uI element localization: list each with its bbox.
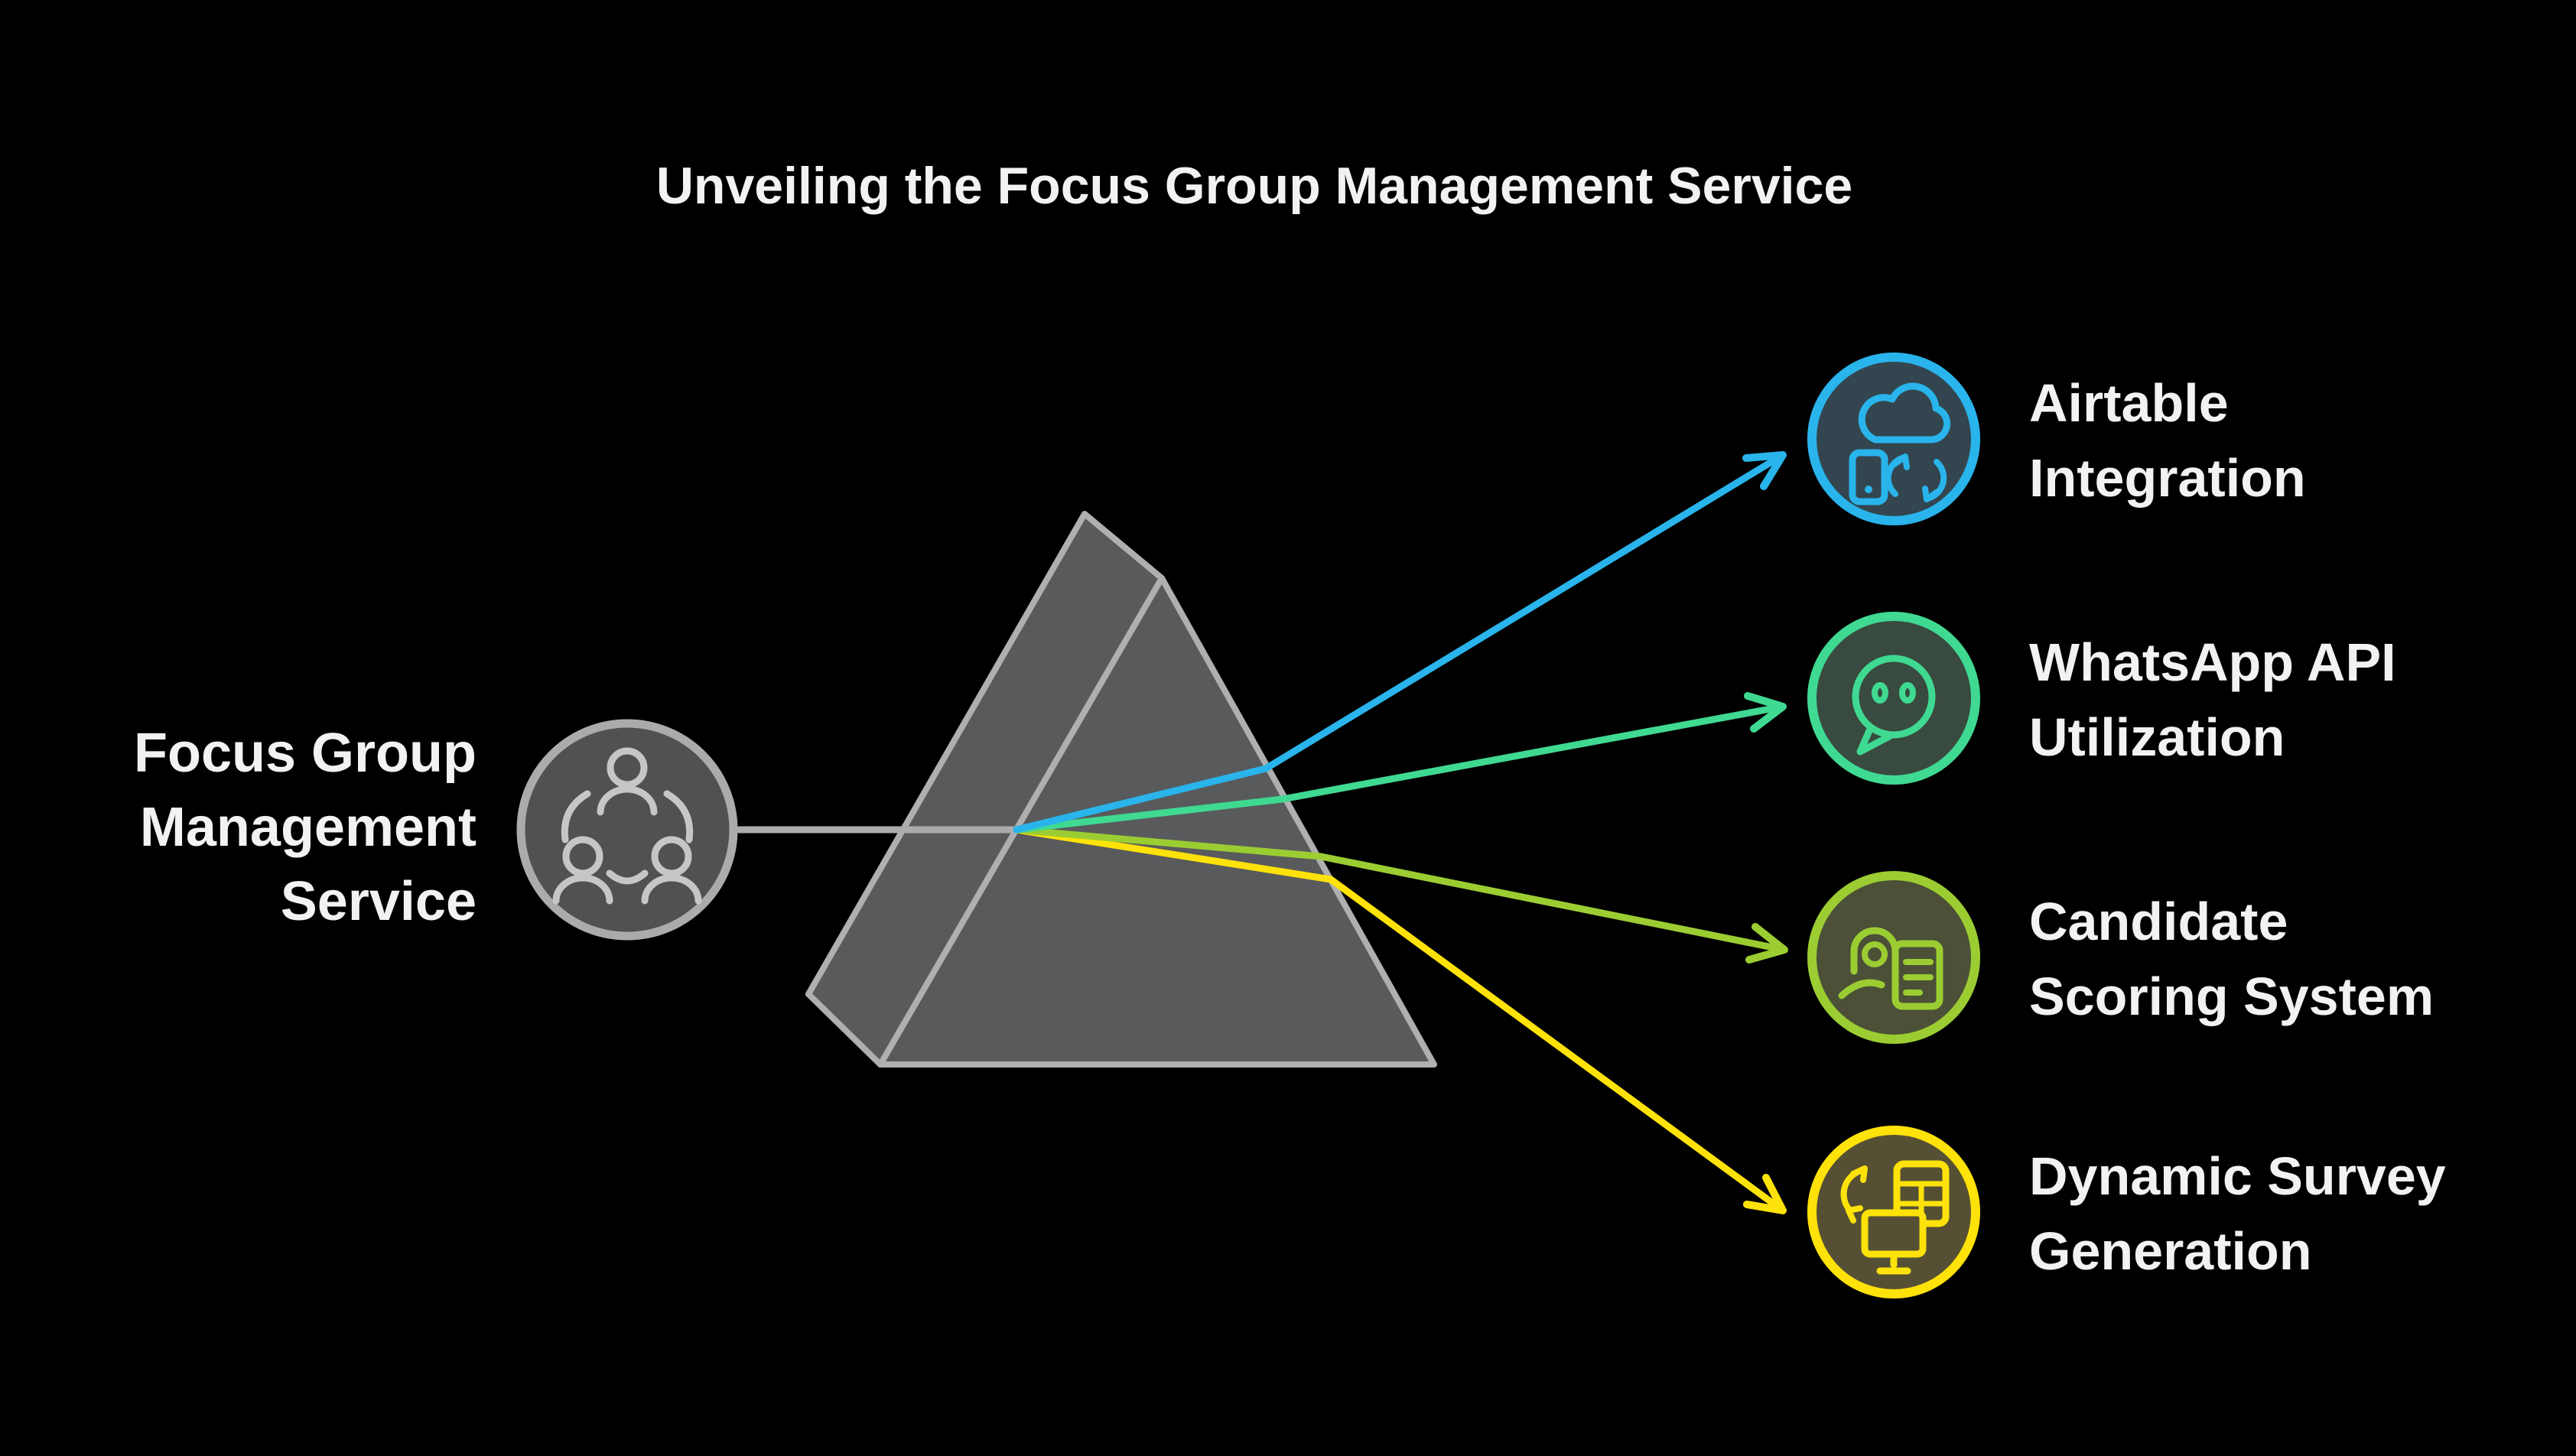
feature-label-line: Candidate [2029,892,2288,951]
feature-node-dynamic-survey [1807,1126,1980,1298]
feature-label-line: WhatsApp API [2029,632,2396,692]
feature-label-line: Scoring System [2029,967,2435,1026]
focus-group-icon [552,747,702,905]
feature-label-whatsapp: WhatsApp API Utilization [2029,625,2396,775]
source-label: Focus Group Management Service [134,717,476,939]
ray-dynamic-survey [1013,826,1787,1214]
ray-airtable [1013,451,1787,834]
feature-label-dynamic-survey: Dynamic Survey Generation [2029,1139,2446,1289]
table-monitor-sync-icon [1840,1160,1950,1275]
page-title: Unveiling the Focus Group Management Ser… [655,157,1853,215]
ray-arrowhead-dynamic-survey [1743,1174,1787,1214]
prism-body [805,511,1437,1068]
feature-label-airtable: Airtable Integration [2029,366,2306,515]
ray-arrowhead-airtable [1742,451,1787,490]
person-document-icon [1838,927,1943,1010]
source-label-line: Focus Group [134,723,476,784]
ray-candidate-scoring [1013,826,1788,954]
feature-label-line: Utilization [2029,707,2285,767]
feature-label-line: Dynamic Survey [2029,1146,2446,1206]
chat-bubble-icon [1852,655,1936,756]
ray-arrowhead-candidate-scoring [1745,923,1788,964]
cloud-device-sync-icon [1849,382,1951,505]
feature-node-airtable [1807,353,1980,525]
source-label-line: Service [280,871,476,932]
ray-arrowhead-whatsapp-api [1744,692,1787,733]
feature-label-line: Generation [2029,1221,2312,1281]
ray-whatsapp-api [1013,703,1787,834]
feature-label-line: Airtable [2029,373,2229,433]
feature-node-whatsapp [1807,612,1980,785]
prism-front-edge [877,575,1165,1068]
feature-node-candidate-scoring [1807,871,1980,1044]
feature-label-line: Integration [2029,448,2306,508]
source-circle [516,719,738,941]
source-node [516,719,738,941]
prism [805,511,1437,1068]
feature-circle-whatsapp [1807,612,1980,785]
feature-label-candidate-scoring: Candidate Scoring System [2029,884,2434,1034]
source-label-line: Management [139,797,476,858]
